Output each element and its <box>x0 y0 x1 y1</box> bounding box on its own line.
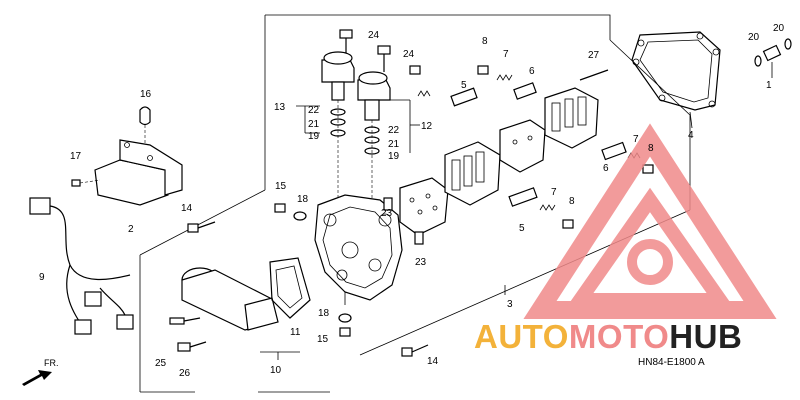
valve-spools <box>409 65 654 229</box>
callout-23: 23 <box>415 257 427 268</box>
valve-body <box>314 194 403 305</box>
separator-plate <box>399 177 449 236</box>
callout-5: 5 <box>519 223 525 234</box>
callout-8: 8 <box>569 196 575 207</box>
valve-body-upper <box>444 119 546 206</box>
gasket-part-4 <box>631 31 721 129</box>
brand-part-moto: MOTO <box>568 318 670 355</box>
callout-24: 24 <box>403 49 415 60</box>
leader-lines <box>260 99 420 360</box>
callout-10: 10 <box>270 365 282 376</box>
callout-18: 18 <box>297 194 309 205</box>
callout-13: 13 <box>274 102 286 113</box>
callout-26: 26 <box>179 368 191 379</box>
callout-18: 18 <box>318 308 330 319</box>
callout-19: 19 <box>388 151 400 162</box>
bolts-part-24 <box>339 29 391 72</box>
solenoid-assembly-part-10 <box>169 257 311 352</box>
callout-19: 19 <box>308 131 320 142</box>
callout-25: 25 <box>155 358 167 369</box>
callout-17: 17 <box>70 151 82 162</box>
callout-22: 22 <box>308 105 320 116</box>
callout-5: 5 <box>461 80 467 91</box>
callout-14: 14 <box>427 356 439 367</box>
callout-3: 3 <box>507 299 513 310</box>
callout-11: 11 <box>290 327 301 338</box>
solenoid-part-13 <box>321 51 355 200</box>
direction-label: FR. <box>44 358 59 368</box>
callout-15: 15 <box>275 181 287 192</box>
bracket-part-2 <box>71 106 183 206</box>
callout-27: 27 <box>588 50 600 61</box>
plug-part-1-and-washers-20 <box>754 38 792 78</box>
wire-harness-part-9 <box>29 197 134 335</box>
callout-labels: 1 2 3 4 5 5 6 6 7 7 7 8 8 8 9 10 11 12 1… <box>39 23 785 379</box>
watermark-logo <box>523 123 777 319</box>
callout-22: 22 <box>388 125 400 136</box>
callout-9: 9 <box>39 272 45 283</box>
callout-15: 15 <box>317 334 329 345</box>
callout-7: 7 <box>551 187 557 198</box>
callout-6: 6 <box>603 163 609 174</box>
brand-part-auto: AUTO <box>474 318 569 355</box>
watermark-brand-text: AUTOMOTOHUB <box>474 318 742 356</box>
brand-part-hub: HUB <box>669 318 743 355</box>
callout-7: 7 <box>503 49 509 60</box>
callout-8: 8 <box>482 36 488 47</box>
callout-21: 21 <box>388 139 400 150</box>
callout-2: 2 <box>128 224 134 235</box>
callout-7: 7 <box>633 134 639 145</box>
callout-24: 24 <box>368 30 380 41</box>
callout-23: 23 <box>381 208 393 219</box>
solenoid-part-12 <box>357 71 391 210</box>
callout-21: 21 <box>308 119 320 130</box>
callout-4: 4 <box>688 130 694 141</box>
callout-14: 14 <box>181 203 193 214</box>
callout-20: 20 <box>773 23 785 34</box>
callout-8: 8 <box>648 143 654 154</box>
diagram-part-code: HN84-E1800 A <box>638 357 705 368</box>
callout-12: 12 <box>421 121 433 132</box>
callout-1: 1 <box>766 80 772 91</box>
callout-16: 16 <box>140 89 152 100</box>
callout-6: 6 <box>529 66 535 77</box>
valve-body-right <box>544 87 599 149</box>
frame-lines <box>139 14 691 393</box>
callout-20: 20 <box>748 32 760 43</box>
front-direction-arrow <box>22 370 52 386</box>
bolts-and-fasteners <box>187 197 429 357</box>
